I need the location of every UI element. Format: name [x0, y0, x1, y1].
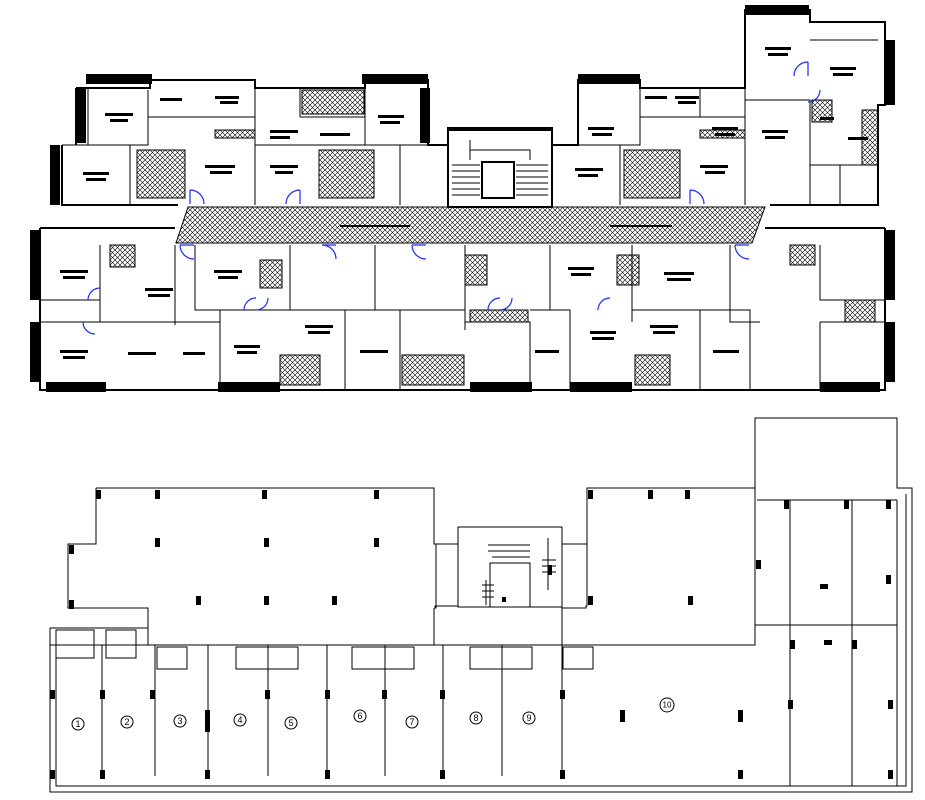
- door-swings: [82, 61, 821, 335]
- svg-text:4: 4: [237, 715, 242, 725]
- svg-text:2: 2: [124, 717, 129, 727]
- shop-label-8: 8: [469, 711, 483, 725]
- svg-text:9: 9: [526, 713, 531, 723]
- shop-label-1: 1: [71, 717, 85, 731]
- toilet-blocks: [109, 89, 879, 386]
- typical-floor-outline: [39, 227, 886, 391]
- svg-text:1: 1: [75, 719, 80, 729]
- svg-text:5: 5: [288, 718, 293, 728]
- shop-label-3: 3: [173, 714, 187, 728]
- shop-number-labels: 1 2 3 4 5 6 7 8 9 10: [71, 697, 675, 731]
- shop-label-10: 10: [659, 697, 675, 713]
- shop-partitions: [50, 644, 563, 776]
- shop-label-6: 6: [353, 709, 367, 723]
- shop-label-7: 7: [405, 715, 419, 729]
- svg-text:7: 7: [409, 717, 414, 727]
- svg-text:3: 3: [177, 716, 182, 726]
- svg-text:8: 8: [473, 713, 478, 723]
- ground-floor-plan: 1 2 3 4 5 6 7 8 9 10: [49, 417, 913, 793]
- structural-columns: [50, 490, 893, 779]
- shop-label-2: 2: [120, 715, 134, 729]
- ground-floor-outline: [49, 417, 913, 793]
- balcony-projections: [30, 5, 895, 392]
- common-corridor: [175, 206, 766, 244]
- shop-label-5: 5: [284, 716, 298, 730]
- shop-label-4: 4: [233, 713, 247, 727]
- svg-text:10: 10: [663, 701, 672, 710]
- shop-label-9: 9: [522, 711, 536, 725]
- typical-floor-plan: [30, 5, 895, 392]
- shop-toilets: [55, 629, 594, 670]
- staircase-core: [447, 129, 553, 208]
- ground-staircase: [457, 526, 563, 608]
- room-text-tags: [60, 47, 868, 359]
- svg-text:6: 6: [357, 711, 362, 721]
- room-partitions: [40, 39, 885, 390]
